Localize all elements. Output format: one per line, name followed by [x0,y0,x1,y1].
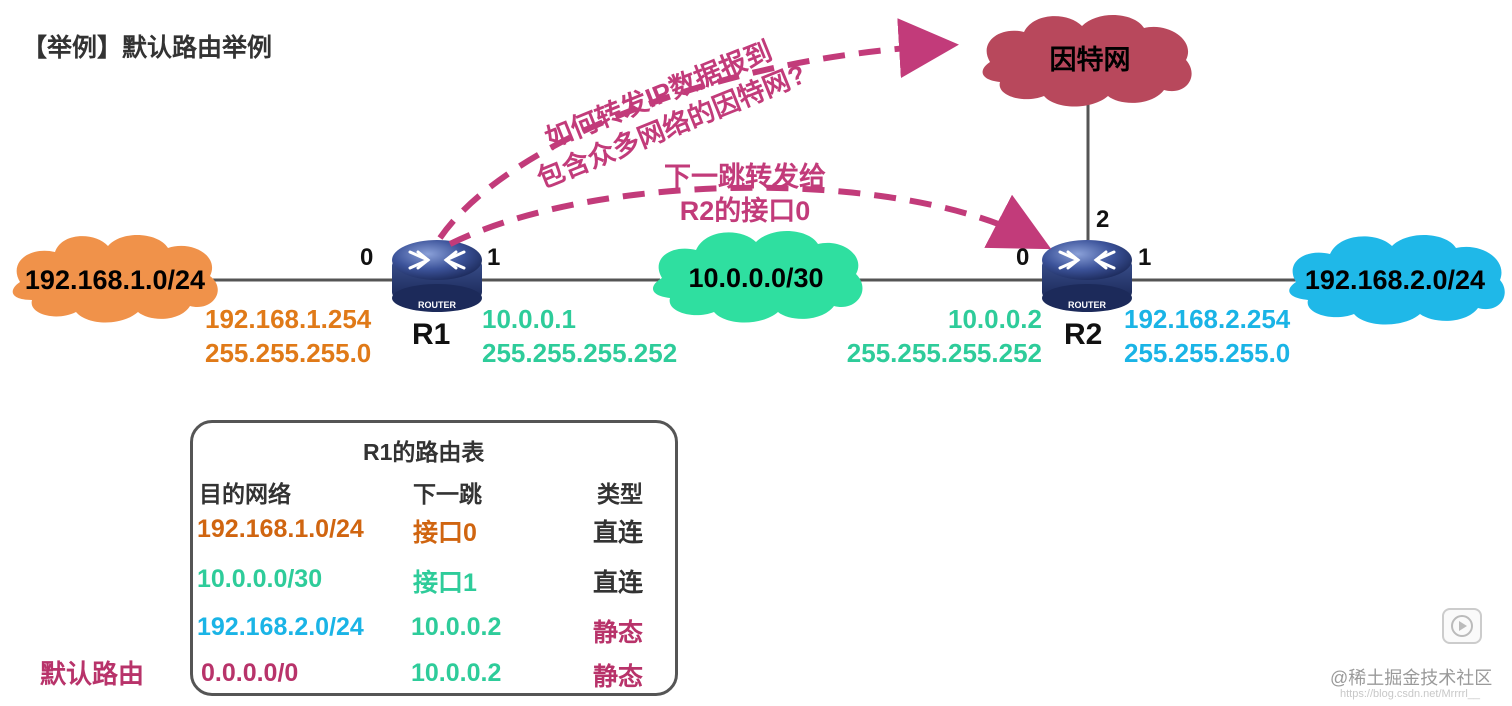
row0-type: 直连 [593,519,644,547]
arrow-question [437,18,959,240]
cloud-internet: 因特网 [982,14,1192,107]
cloud-lan2-label: 192.168.2.0/24 [1305,265,1485,295]
row3-type: 静态 [593,663,644,691]
r2-if1-address: 192.168.2.254 255.255.255.0 [1124,302,1290,370]
router-r2: ROUTER [1042,240,1132,312]
annotation-answer-line1: 下一跳转发给 [664,162,826,192]
r1-port1: 1 [487,244,501,271]
col-header-dest: 目的网络 [199,481,291,507]
row2-type: 静态 [593,619,644,647]
cloud-lan2: 192.168.2.0/24 [1289,234,1505,325]
watermark: @稀土掘金技术社区 [1330,668,1493,688]
routing-table: R1的路由表 目的网络 下一跳 类型 192.168.1.0/24 接口0 直连… [190,420,678,696]
cloud-internet-label: 因特网 [1050,45,1131,75]
r1-if0-ip: 192.168.1.254 [205,304,372,334]
cloud-lan1: 192.168.1.0/24 [12,234,218,323]
r2-port0: 0 [1016,244,1030,271]
row2-dest: 192.168.2.0/24 [197,613,364,641]
row0-next-hop: 接口0 [413,519,477,547]
router-r1: ROUTER [392,240,482,312]
r1-if0-mask: 255.255.255.0 [205,338,372,368]
play-icon [1451,615,1473,637]
cloud-link-label: 10.0.0.0/30 [688,263,823,293]
row1-type: 直连 [593,569,644,597]
row1-next-hop: 接口1 [413,569,477,597]
router-r2-badge: ROUTER [1068,300,1107,310]
arrow-answer [448,184,1052,250]
r2-if1-ip: 192.168.2.254 [1124,304,1291,334]
cloud-lan1-label: 192.168.1.0/24 [25,265,205,295]
row3-next-hop: 10.0.0.2 [411,659,502,687]
page-title: 【举例】默认路由举例 [22,34,273,62]
router-r1-name: R1 [412,318,451,351]
col-header-type: 类型 [597,481,643,507]
cloud-link: 10.0.0.0/30 [652,230,863,323]
r2-if0-ip: 10.0.0.2 [948,304,1042,334]
default-route-label: 默认路由 [40,659,145,689]
r2-if1-mask: 255.255.255.0 [1124,338,1291,368]
row3-dest: 0.0.0.0/0 [201,659,299,687]
r2-port1: 1 [1138,244,1152,271]
r1-port0: 0 [360,244,374,271]
row2-next-hop: 10.0.0.2 [411,613,502,641]
r1-if1-mask: 255.255.255.252 [482,338,678,368]
annotation-answer-line2: R2的接口0 [679,196,811,226]
row1-dest: 10.0.0.0/30 [197,565,323,593]
row0-dest: 192.168.1.0/24 [197,515,364,543]
r1-if1-address: 10.0.0.1 255.255.255.252 [482,302,677,370]
routing-table-title: R1的路由表 [363,439,485,465]
play-button[interactable] [1442,608,1482,644]
r1-if0-address: 192.168.1.254 255.255.255.0 [205,302,371,370]
r2-if0-mask: 255.255.255.252 [846,338,1042,368]
r2-if0-address: 10.0.0.2 255.255.255.252 [838,302,1042,370]
col-header-next-hop: 下一跳 [413,481,482,507]
router-r2-name: R2 [1064,318,1103,351]
annotation-answer: 下一跳转发给 R2的接口0 [650,160,840,228]
watermark-url: https://blog.csdn.net/Mrrrrl__ [1340,688,1481,700]
r2-port2: 2 [1096,206,1110,233]
router-r1-badge: ROUTER [418,300,457,310]
r1-if1-ip: 10.0.0.1 [482,304,576,334]
